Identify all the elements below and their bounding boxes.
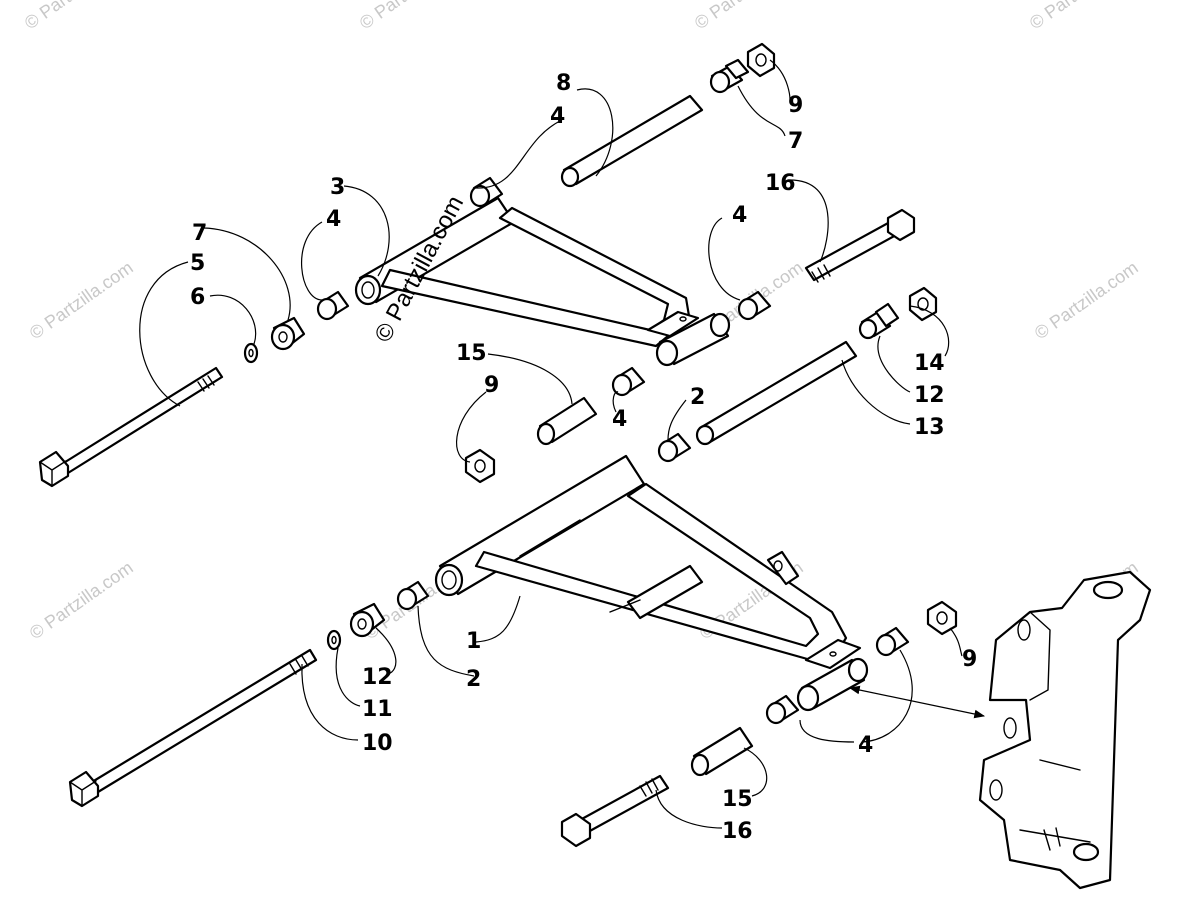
lower-spacer-15 [690, 726, 754, 777]
watermark-tile: © Partzilla.com [26, 257, 137, 343]
middle-sleeve-13 [695, 340, 858, 446]
lower-bushing-2 [396, 580, 430, 611]
callout-4: 4 [858, 733, 873, 758]
upper-bushing-right [737, 290, 772, 321]
callout-11: 11 [362, 697, 393, 722]
callout-13: 13 [914, 415, 945, 440]
callout-15: 15 [456, 341, 487, 366]
callout-9: 9 [962, 647, 977, 672]
callout-4: 4 [732, 203, 747, 228]
upper-a-arm [354, 196, 731, 367]
middle-spacer-15 [536, 396, 598, 446]
callout-2: 2 [690, 385, 705, 410]
callout-4: 4 [326, 207, 341, 232]
watermark-tile: © Partzilla.com [21, 0, 132, 33]
watermark-tile: © Partzilla.com [1026, 0, 1137, 33]
watermark-tile: © Partzilla.com [356, 0, 467, 33]
upper-short-bolt [804, 208, 916, 283]
lower-short-bolt [560, 774, 670, 848]
lower-bushing-right [875, 626, 910, 657]
upper-flange-bushing-left [270, 316, 306, 351]
upper-washer [243, 342, 259, 364]
callout-6: 6 [190, 285, 205, 310]
callout-labels: 8 4 9 7 3 4 7 5 6 16 4 14 12 13 15 9 4 2… [190, 71, 977, 844]
callout-5: 5 [190, 251, 205, 276]
callout-15: 15 [722, 787, 753, 812]
callout-4: 4 [550, 104, 565, 129]
callout-12: 12 [362, 665, 393, 690]
leader-lines [139, 59, 963, 829]
steering-knuckle [978, 570, 1152, 890]
callout-16: 16 [765, 171, 796, 196]
middle-bushing [611, 366, 646, 397]
upper-long-bolt [38, 366, 224, 488]
upper-nut-top [746, 42, 776, 78]
upper-bushing-top [469, 176, 504, 208]
callout-16: 16 [722, 819, 753, 844]
callout-2: 2 [466, 667, 481, 692]
callout-7: 7 [192, 221, 207, 246]
lower-long-bolt [68, 648, 318, 808]
lower-flange-bushing-12 [349, 602, 386, 638]
callout-10: 10 [362, 731, 393, 756]
upper-bushing-left [316, 290, 350, 321]
upper-sleeve [560, 94, 704, 188]
callout-8: 8 [556, 71, 571, 96]
watermark-tile: © Partzilla.com [1031, 257, 1142, 343]
callout-7: 7 [788, 129, 803, 154]
lower-bushing-bottom [765, 694, 800, 725]
middle-bushing-2 [657, 432, 692, 463]
callout-12: 12 [914, 383, 945, 408]
callout-9: 9 [484, 373, 499, 398]
upper-flange-bushing-12 [858, 302, 900, 340]
callout-9: 9 [788, 93, 803, 118]
middle-nut [464, 448, 496, 484]
callout-4: 4 [612, 407, 627, 432]
watermark-tile: © Partzilla.com [691, 0, 802, 33]
upper-flange-bushing-right [709, 58, 750, 94]
callout-1: 1 [466, 629, 481, 654]
callout-14: 14 [914, 351, 945, 376]
lower-washer [326, 629, 342, 651]
lower-nut [926, 600, 958, 636]
upper-nut-14 [908, 286, 938, 322]
assembly-arrow [848, 685, 986, 719]
lower-a-arm [434, 454, 869, 712]
callout-3: 3 [330, 175, 345, 200]
watermark-tile: © Partzilla.com [26, 557, 137, 643]
